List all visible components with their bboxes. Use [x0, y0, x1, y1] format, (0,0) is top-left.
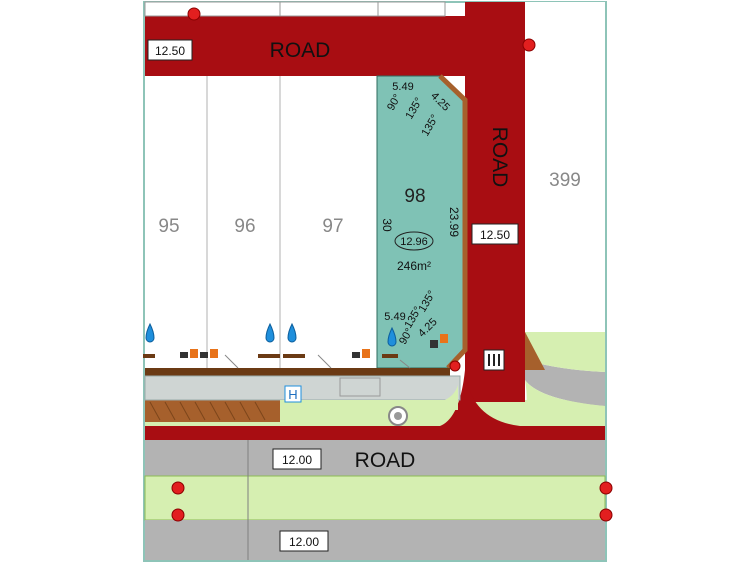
street-light-icon: [599, 508, 613, 522]
road-width-box: [471, 223, 519, 245]
meter-pad: [283, 354, 305, 358]
road-junction: [145, 370, 605, 440]
road-width-right: 12.50: [480, 228, 510, 242]
road-right: [465, 2, 525, 402]
manhole-icon-center: [394, 412, 402, 420]
road-width-bottom-upper: 12.00: [282, 453, 312, 467]
corner-paving: [525, 332, 545, 370]
road-width-box: [272, 448, 322, 470]
road-width-box: [279, 530, 329, 552]
bin-icon: [440, 334, 448, 343]
carriageway-lower: [145, 520, 605, 560]
water-drop-icon: [287, 322, 297, 343]
lot-98-depth: 30: [380, 218, 394, 232]
lot-number-95: 95: [158, 216, 179, 237]
bin-icon: [200, 352, 208, 358]
street-light-icon: [522, 38, 536, 52]
service-pit: [339, 377, 381, 397]
bin-icon: [352, 352, 360, 358]
water-drop-icon: [387, 326, 397, 347]
median-strip: [144, 475, 606, 521]
lot-399-area: [525, 2, 605, 332]
meter-pad: [143, 354, 155, 358]
street-light-icon: [187, 7, 201, 21]
road-width-top: 12.50: [155, 44, 185, 58]
bin-icons: [180, 334, 448, 358]
lot-number-399: 399: [549, 170, 581, 191]
water-meter-icons: [145, 322, 397, 347]
street-light-icon: [449, 360, 461, 372]
road-name-top: ROAD: [270, 39, 331, 62]
bin-icon: [362, 349, 370, 358]
lot-98-fence: [438, 74, 468, 370]
corner-carriageway: [525, 360, 605, 406]
bin-icon: [210, 349, 218, 358]
corner-verge: [525, 332, 605, 372]
top-lots-strip: [144, 1, 446, 17]
lot-number-98: 98: [404, 186, 425, 207]
meter-pad: [258, 354, 280, 358]
frontage-oval: [394, 231, 434, 251]
lots-area: [145, 76, 377, 368]
water-drop-icon: [265, 322, 275, 343]
lot-number-97: 97: [322, 216, 343, 237]
pit-icon-bars: [488, 354, 500, 366]
road-name-bottom: ROAD: [355, 449, 416, 472]
water-drop-icon: [145, 322, 155, 343]
lot-98-frontage: 12.96: [400, 236, 428, 248]
lot-98-dim: 5.49: [392, 81, 413, 93]
carriageway-upper: [145, 440, 605, 476]
lot-frontage-line: [145, 368, 450, 376]
road-top: [145, 16, 525, 76]
lot-98-dim: 5.49: [384, 311, 405, 323]
lot-98-area: 246m²: [397, 259, 431, 273]
hydrant-label: H: [288, 387, 297, 402]
street-light-icon: [171, 481, 185, 495]
footpath: [144, 375, 461, 401]
corner-verge-lower: [520, 380, 605, 426]
lot-number-96: 96: [234, 216, 255, 237]
meter-pad: [382, 354, 398, 358]
street-light-icon: [171, 508, 185, 522]
crossover-marks: [224, 354, 411, 369]
paving-hatch: [149, 401, 266, 421]
bin-icon: [190, 349, 198, 358]
road-width-box: [147, 39, 193, 61]
street-lights: [171, 7, 613, 522]
bin-icon: [180, 352, 188, 358]
road-name-right: ROAD: [488, 127, 511, 188]
driveway-paving: [145, 400, 280, 422]
meter-pads: [143, 354, 398, 358]
hydrant-box: [284, 385, 302, 403]
bin-icon: [430, 340, 438, 348]
street-light-icon: [599, 481, 613, 495]
verge-front: [280, 385, 458, 410]
road-width-bottom-lower: 12.00: [289, 535, 319, 549]
lot-98-side: 23.99: [447, 207, 461, 237]
